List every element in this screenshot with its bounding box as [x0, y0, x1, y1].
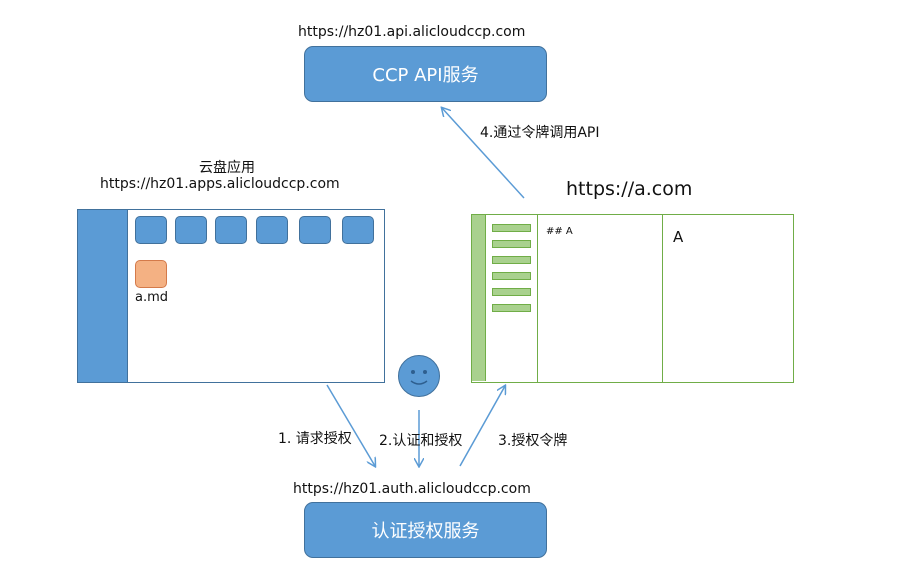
third-party-window: ## A A [471, 214, 794, 383]
preview-pane: A [663, 215, 792, 382]
folder-tile[interactable] [342, 216, 374, 244]
auth-service-box: 认证授权服务 [304, 502, 547, 558]
nav-item[interactable] [492, 272, 531, 280]
editor-pane[interactable]: ## A [538, 215, 663, 382]
nav-item[interactable] [492, 256, 531, 264]
third-party-sidebar [472, 215, 486, 381]
disk-app-sidebar [78, 210, 128, 382]
folder-tile[interactable] [175, 216, 207, 244]
api-service-label: CCP API服务 [372, 65, 479, 86]
file-icon[interactable] [135, 260, 167, 288]
third-party-url: https://a.com [566, 178, 693, 200]
file-name: a.md [135, 290, 169, 305]
user-face-icon [398, 355, 440, 397]
folder-tile[interactable] [256, 216, 288, 244]
api-service-url: https://hz01.api.alicloudccp.com [298, 24, 526, 40]
folder-tile[interactable] [135, 216, 167, 244]
disk-app-window: a.md [77, 209, 385, 383]
disk-app-title: 云盘应用 [199, 160, 255, 176]
api-service-box: CCP API服务 [304, 46, 547, 102]
arrow-step4 [442, 108, 525, 199]
preview-text: A [673, 228, 684, 246]
auth-service-label: 认证授权服务 [371, 521, 480, 542]
nav-item[interactable] [492, 224, 531, 232]
disk-app-url: https://hz01.apps.alicloudccp.com [100, 176, 340, 192]
editor-text: ## A [546, 226, 573, 237]
auth-service-url: https://hz01.auth.alicloudccp.com [293, 481, 531, 497]
step4-label: 4.通过令牌调用API [480, 125, 600, 141]
step1-label: 1. 请求授权 [278, 431, 352, 447]
folder-tile[interactable] [299, 216, 331, 244]
arrow-step1 [326, 384, 375, 466]
arrow-step3 [459, 386, 505, 467]
third-party-nav [486, 215, 538, 382]
step3-label: 3.授权令牌 [498, 433, 568, 449]
nav-item[interactable] [492, 240, 531, 248]
nav-item[interactable] [492, 288, 531, 296]
step2-label: 2.认证和授权 [379, 433, 463, 449]
nav-item[interactable] [492, 304, 531, 312]
folder-tile[interactable] [215, 216, 247, 244]
